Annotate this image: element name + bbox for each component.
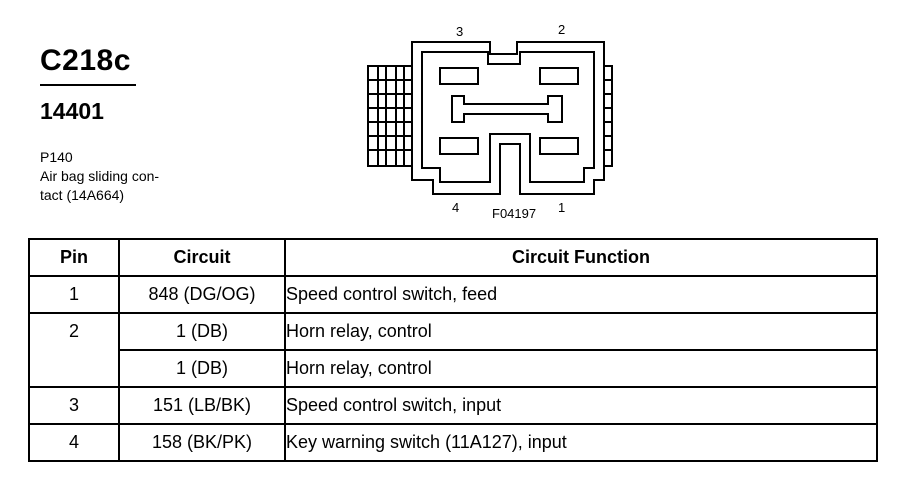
pin-label-2: 2 bbox=[558, 22, 565, 37]
terminal-slot-4 bbox=[439, 137, 479, 155]
circuit-cell: 158 (BK/PK) bbox=[118, 423, 286, 462]
function-cell: Horn relay, control bbox=[284, 349, 878, 388]
function-cell: Speed control switch, feed bbox=[284, 275, 878, 314]
connector-id: C218c bbox=[40, 44, 131, 77]
right-latch-ribs bbox=[603, 65, 613, 167]
pin-label-1: 1 bbox=[558, 200, 565, 215]
part-number: 14401 bbox=[40, 98, 104, 124]
circuit-cell: 151 (LB/BK) bbox=[118, 386, 286, 425]
terminal-slot-1 bbox=[539, 137, 579, 155]
circuit-cell: 848 (DG/OG) bbox=[118, 275, 286, 314]
header-pin: Pin bbox=[28, 238, 120, 277]
description-line: tact (14A664) bbox=[40, 187, 125, 203]
function-cell: Key warning switch (11A127), input bbox=[284, 423, 878, 462]
function-cell: Horn relay, control bbox=[284, 312, 878, 351]
table-row: 1 848 (DG/OG) Speed control switch, feed bbox=[28, 275, 878, 314]
header-circuit: Circuit bbox=[118, 238, 286, 277]
left-latch-ribs bbox=[367, 65, 413, 167]
table-row: 2 1 (DB) Horn relay, control bbox=[28, 312, 878, 388]
figure-code: F04197 bbox=[492, 206, 537, 221]
terminal-slot-2 bbox=[539, 67, 579, 85]
circuit-cell: 1 (DB) bbox=[118, 349, 286, 388]
shorting-bar bbox=[451, 95, 563, 123]
connector-description: P140 Air bag sliding con- tact (14A664) bbox=[40, 148, 159, 205]
connector-face-diagram: 3 2 4 1 bbox=[367, 22, 613, 215]
table-row: 3 151 (LB/BK) Speed control switch, inpu… bbox=[28, 386, 878, 425]
table-row: 1 (DB) Horn relay, control bbox=[29, 349, 878, 388]
description-line: Air bag sliding con- bbox=[40, 168, 160, 184]
title-underline bbox=[40, 84, 136, 86]
header-circuit-function: Circuit Function bbox=[284, 238, 878, 277]
connector-housing-outline bbox=[411, 41, 605, 195]
pin-cell: 2 bbox=[28, 312, 120, 388]
pin-label-3: 3 bbox=[456, 24, 463, 39]
pin-cell: 3 bbox=[28, 386, 120, 425]
circuit-cell: 1 (DB) bbox=[118, 312, 286, 351]
pin-label-4: 4 bbox=[452, 200, 459, 215]
pin-circuit-table: Pin Circuit Circuit Function 1 848 (DG/O… bbox=[28, 238, 878, 462]
inner-cavity-outline bbox=[421, 51, 595, 183]
table-row: 4 158 (BK/PK) Key warning switch (11A127… bbox=[28, 423, 878, 462]
terminal-slot-3 bbox=[439, 67, 479, 85]
description-line: P140 bbox=[40, 149, 73, 165]
pin-cell: 4 bbox=[28, 423, 120, 462]
pin-cell: 1 bbox=[28, 275, 120, 314]
function-cell: Speed control switch, input bbox=[284, 386, 878, 425]
table-header-row: Pin Circuit Circuit Function bbox=[28, 238, 878, 277]
